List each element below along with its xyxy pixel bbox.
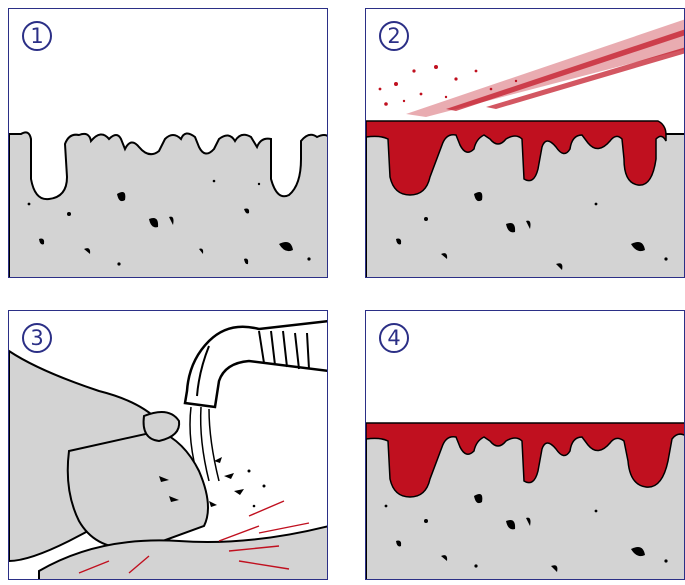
porous-surface-illustration bbox=[9, 9, 328, 278]
thumb bbox=[144, 412, 180, 441]
step-number-badge: 1 bbox=[22, 21, 52, 51]
sealed-surface-illustration bbox=[366, 311, 685, 580]
foreground-hand bbox=[68, 431, 208, 548]
spray-mist bbox=[379, 19, 685, 117]
step-2-panel: 2 bbox=[365, 8, 685, 278]
hand-washing-illustration bbox=[9, 311, 328, 580]
step-4-panel: 4 bbox=[365, 310, 685, 580]
step-number-badge: 2 bbox=[379, 21, 409, 51]
step-1-panel: 1 bbox=[8, 8, 328, 278]
step-3-panel: 3 bbox=[8, 310, 328, 580]
step-number-badge: 4 bbox=[379, 323, 409, 353]
spray-application-illustration bbox=[366, 9, 685, 278]
step-number-badge: 3 bbox=[22, 323, 52, 353]
concrete-surface bbox=[9, 132, 328, 278]
